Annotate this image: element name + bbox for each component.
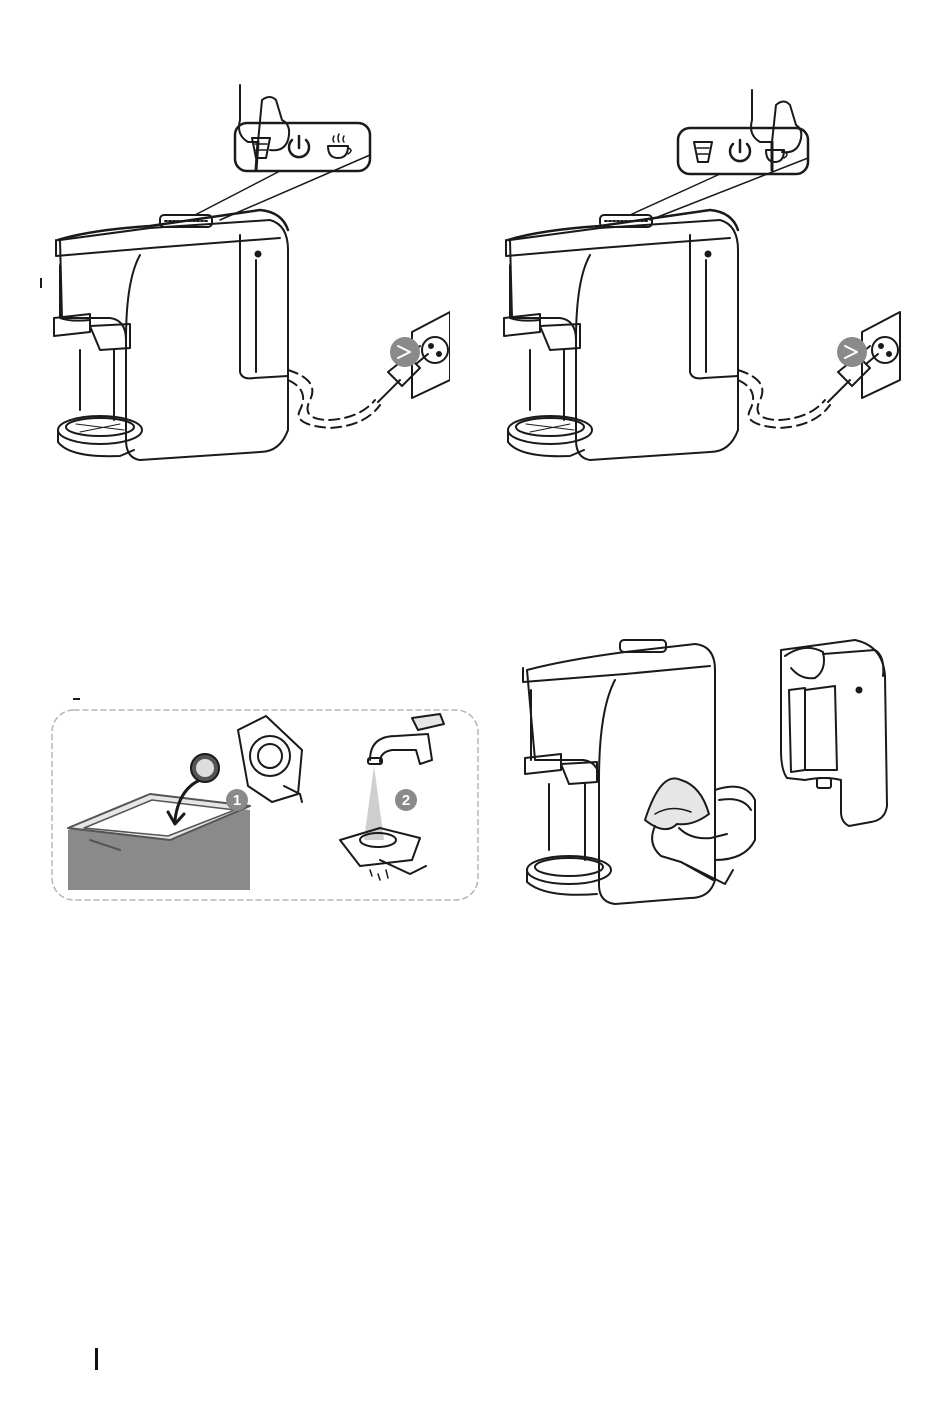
figure-empty-and-rinse: 1 2	[40, 690, 490, 910]
svg-text:1: 1	[233, 792, 241, 809]
cup-steam-icon	[328, 134, 351, 158]
capsule-icon	[191, 754, 219, 782]
descale-icon	[694, 142, 712, 162]
faucet-drawing	[368, 714, 444, 764]
hand-pointer-icon	[751, 90, 801, 170]
svg-text:2: 2	[402, 792, 410, 809]
coffee-machine-drawing	[54, 210, 288, 460]
wall-socket-icon	[390, 312, 450, 398]
power-icon	[289, 136, 309, 157]
cup-steam-icon	[766, 150, 787, 162]
edge-mark	[38, 276, 44, 294]
figure-wipe-and-tank	[505, 630, 910, 915]
figure-machine-button-right	[480, 80, 920, 480]
coffee-machine-drawing	[504, 210, 738, 460]
wall-socket-icon	[837, 312, 900, 398]
control-panel-callout	[630, 128, 808, 220]
power-icon	[730, 140, 750, 161]
trash-bin-drawing	[68, 794, 250, 890]
water-tank-drawing	[781, 640, 887, 826]
cleaning-cloth-drawing	[645, 778, 709, 829]
control-panel-callout	[195, 123, 370, 220]
page-margin-rule	[95, 1348, 98, 1370]
capsule-holder-drawing	[238, 716, 302, 802]
step-2-badge: 2	[395, 789, 417, 811]
step-1-badge: 1	[226, 789, 248, 811]
edge-mark	[72, 690, 82, 706]
figure-machine-button-left	[30, 80, 450, 480]
coffee-machine-drawing	[523, 640, 755, 904]
hand-drawing	[652, 826, 733, 884]
